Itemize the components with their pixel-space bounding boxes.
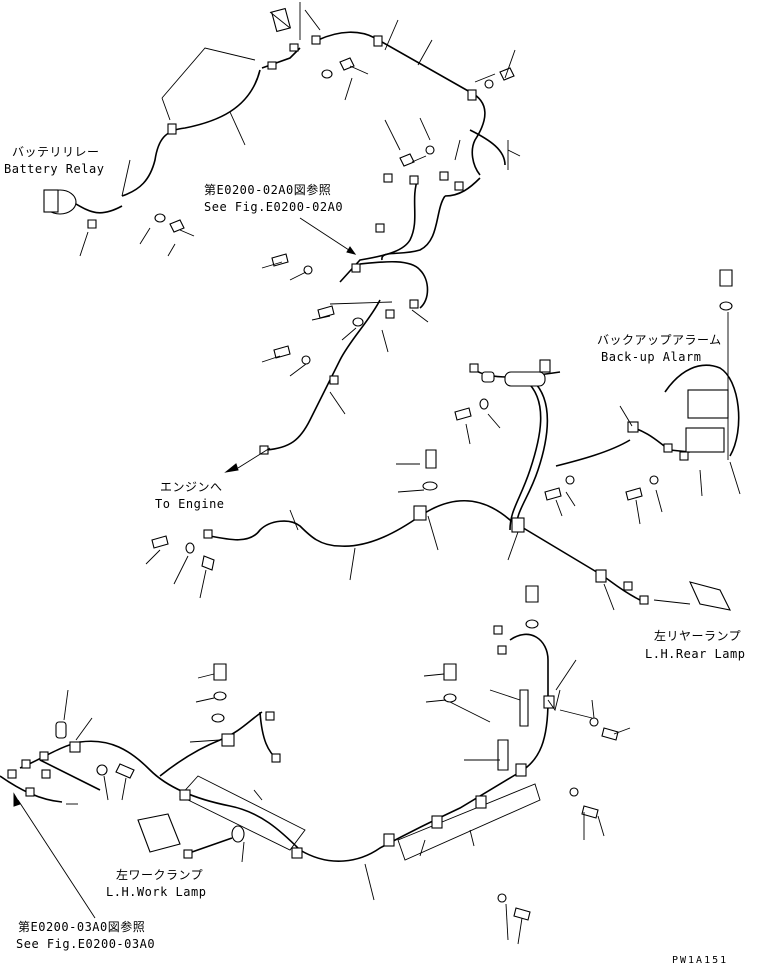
rear-lamp-label-jp: 左リヤーランプ	[654, 629, 742, 643]
drawing-code: PW1A151	[672, 955, 729, 966]
battery-relay-label-en: Battery Relay	[4, 162, 105, 176]
to-engine-label-en: To Engine	[155, 497, 225, 511]
battery-relay-label-jp: バッテリリレー	[12, 145, 100, 159]
work-lamp-label-en: L.H.Work Lamp	[106, 885, 207, 899]
battery-relay-body	[43, 189, 59, 213]
middle-harness	[224, 171, 464, 473]
rear-lamp-icon	[689, 581, 731, 611]
to-engine-label-jp: エンジンへ	[160, 480, 223, 494]
backup-alarm-label-jp: バックアップアラーム	[597, 333, 722, 347]
see-fig-bottom-label-jp: 第E0200-03A0図参照	[18, 920, 146, 934]
see-fig-top-label-en: See Fig.E0200-02A0	[204, 200, 344, 214]
backup-alarm-area	[454, 269, 741, 531]
lower-middle-harness	[145, 449, 731, 611]
see-fig-top-label-jp: 第E0200-02A0図参照	[204, 183, 332, 197]
work-lamp-label-jp: 左ワークランプ	[116, 868, 204, 882]
rear-lamp-label-en: L.H.Rear Lamp	[645, 647, 746, 661]
bottom-harness	[0, 585, 631, 945]
backup-alarm-icon	[687, 389, 729, 419]
connector-plug	[55, 721, 67, 739]
work-lamp-icon	[137, 813, 181, 853]
top-harness	[43, 2, 521, 257]
backup-alarm-label-en: Back-up Alarm	[601, 350, 702, 364]
see-fig-bottom-label-en: See Fig.E0200-03A0	[16, 937, 156, 951]
